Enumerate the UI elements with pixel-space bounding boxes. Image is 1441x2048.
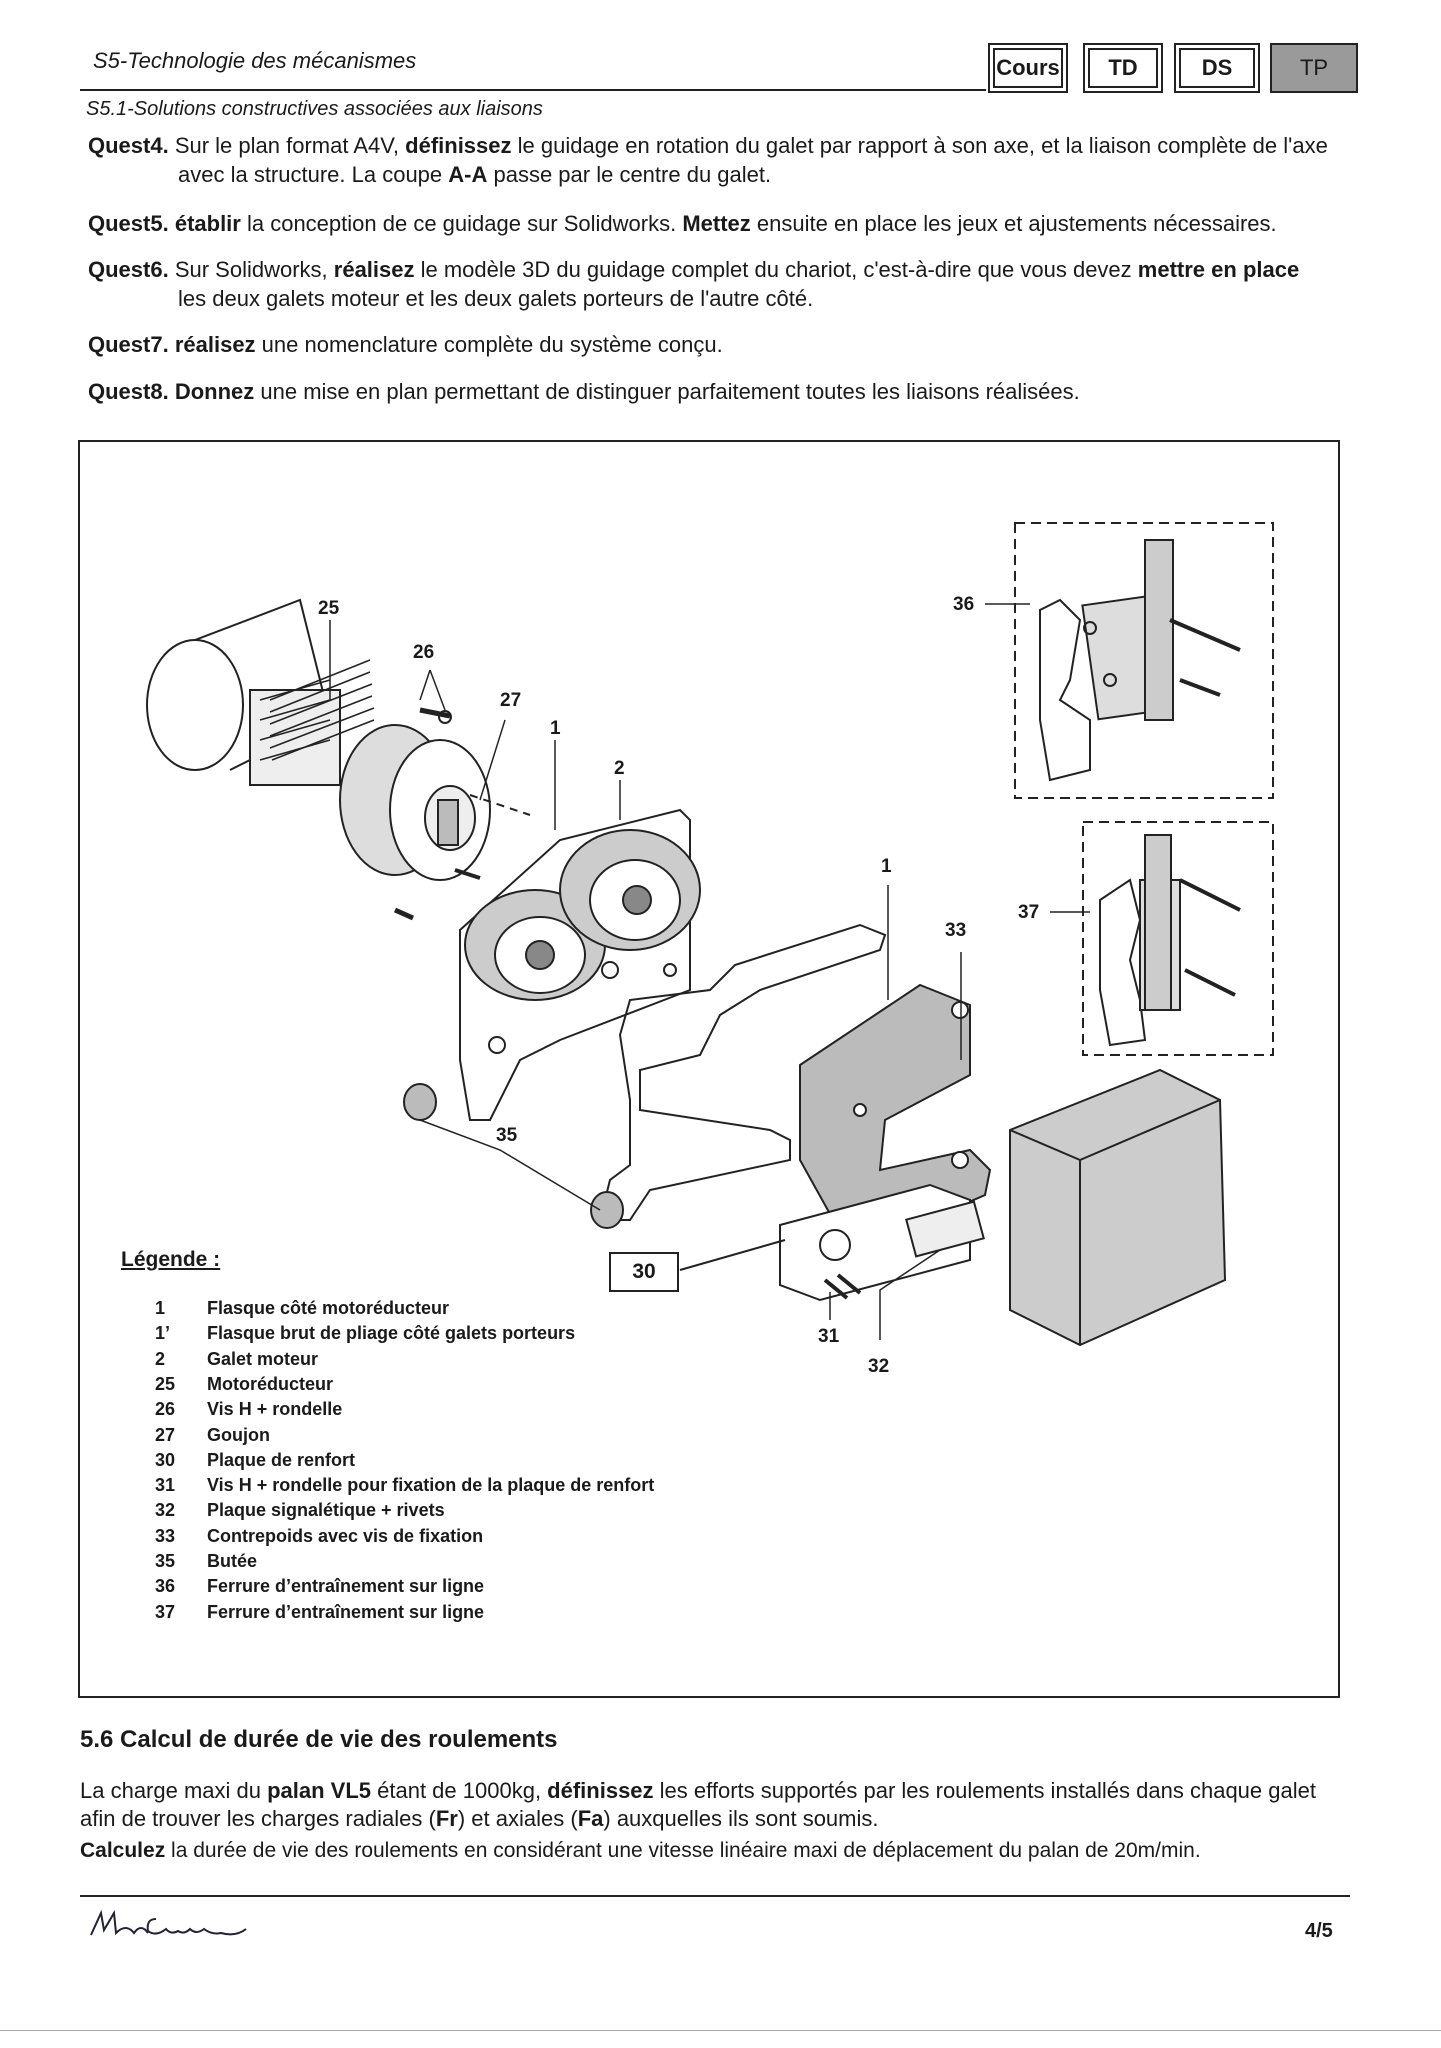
callout-31: 31	[818, 1326, 840, 1347]
document-title: S5-Technologie des mécanismes	[93, 48, 417, 73]
legend-item: 2 Galet moteur	[155, 1349, 318, 1370]
legend-item: 31 Vis H + rondelle pour fixation de la p…	[155, 1475, 654, 1496]
legend-item-label: Goujon	[207, 1424, 270, 1445]
legend-item-number: 36	[155, 1576, 176, 1597]
legend-item: 30 Plaque de renfort	[155, 1450, 355, 1471]
legend-item-label: Plaque de renfort	[207, 1449, 356, 1470]
legend-item-number: 30	[155, 1449, 176, 1470]
legend-item: 36 Ferrure d’entraînement sur ligne	[155, 1576, 484, 1597]
callout-2: 2	[614, 758, 625, 779]
legend-item: 32 Plaque signalétique + rivets	[155, 1500, 445, 1521]
scan-edge	[0, 2030, 1441, 2031]
question-8: Quest8. Donnez une mise en plan permetta…	[88, 379, 1080, 404]
callout-37: 37	[1018, 902, 1040, 923]
electrical-box-drawing	[1009, 1068, 1227, 1347]
legend-item-number: 1’	[155, 1323, 171, 1344]
legend-item-label: Vis H + rondelle	[207, 1399, 343, 1420]
tab-cours: Cours	[988, 43, 1068, 93]
legend-item: 33 Contrepoids avec vis de fixation	[155, 1526, 483, 1547]
legend-item: 27 Goujon	[155, 1425, 270, 1446]
callout-1: 1	[550, 718, 561, 739]
legend-item-number: 26	[155, 1399, 176, 1420]
legend-item: 1 Flasque côté motoréducteur	[155, 1298, 449, 1319]
section-paragraph-2: Calculez la durée de vie des roulements …	[80, 1839, 1201, 1862]
legend-item-label: Contrepoids avec vis de fixation	[207, 1525, 484, 1546]
callout-1-prime: 1	[881, 856, 892, 877]
callout-35: 35	[496, 1125, 518, 1146]
legend-item-number: 27	[155, 1424, 176, 1445]
callout-32: 32	[868, 1356, 890, 1377]
tab-tp: TP	[1270, 43, 1358, 93]
legend-item: 1’ Flasque brut de pliage côté galets por…	[155, 1323, 575, 1344]
legend-item-number: 32	[155, 1500, 176, 1521]
page-number: 4/5	[1305, 1920, 1333, 1942]
legend-item: 37 Ferrure d’entraînement sur ligne	[155, 1602, 484, 1623]
legend-item: 26 Vis H + rondelle	[155, 1399, 342, 1420]
legend-item-label: Vis H + rondelle pour fixation de la pla…	[207, 1475, 655, 1496]
document-subtitle: S5.1-Solutions constructives associées a…	[86, 98, 543, 120]
question-4: Quest4. Sur le plan format A4V, définiss…	[88, 133, 1328, 187]
legend-item-label: Galet moteur	[207, 1348, 319, 1369]
question-5: Quest5. établir la conception de ce guid…	[88, 211, 1277, 236]
callout-30-box: 30	[609, 1252, 679, 1292]
tab-td: TD	[1083, 43, 1163, 93]
legend-item-label: Plaque signalétique + rivets	[207, 1500, 445, 1521]
legend-item-label: Butée	[207, 1551, 258, 1571]
callout-27: 27	[500, 690, 522, 711]
footer-rule	[80, 1895, 1350, 1897]
counterweight-drawing	[799, 983, 992, 1252]
tab-ds: DS	[1174, 43, 1260, 93]
legend-item-number: 31	[155, 1475, 176, 1496]
callout-36: 36	[953, 594, 975, 615]
legend-item-label: Flasque brut de pliage côté galets porte…	[207, 1323, 576, 1344]
section-paragraph-1: La charge maxi du palan VL5 étant de 100…	[80, 1778, 1316, 1831]
header-rule	[80, 89, 986, 91]
legend-item-number: 25	[155, 1373, 176, 1394]
legend-item-number: 2	[155, 1348, 166, 1369]
legend-item-label: Ferrure d’entraînement sur ligne	[207, 1601, 485, 1622]
legend-item-number: 33	[155, 1525, 176, 1546]
legend-item-label: Flasque côté motoréducteur	[207, 1298, 450, 1318]
legend-item-number: 1	[155, 1298, 166, 1318]
legend-item-label: Ferrure d’entraînement sur ligne	[207, 1576, 485, 1597]
legend-item-label: Motoréducteur	[207, 1373, 333, 1394]
gear-motor-drawing	[146, 598, 491, 881]
question-6: Quest6. Sur Solidworks, réalisez le modè…	[88, 257, 1300, 311]
legend-title: Légende :	[121, 1248, 221, 1271]
callout-25: 25	[318, 598, 340, 619]
legend-item-number: 37	[155, 1601, 176, 1622]
marie-curie-signature	[90, 1909, 247, 1936]
callout-33: 33	[945, 920, 967, 941]
legend-item: 25 Motoréducteur	[155, 1374, 333, 1395]
legend-item: 35 Butée	[155, 1551, 257, 1572]
section-title: 5.6 Calcul de durée de vie des roulement…	[80, 1726, 558, 1753]
question-7: Quest7. réalisez une nomenclature complè…	[88, 332, 723, 357]
legend-item-number: 35	[155, 1551, 176, 1571]
flange-with-gears-drawing	[459, 808, 701, 1121]
callout-26: 26	[413, 642, 435, 663]
figure-frame	[78, 440, 1340, 1698]
